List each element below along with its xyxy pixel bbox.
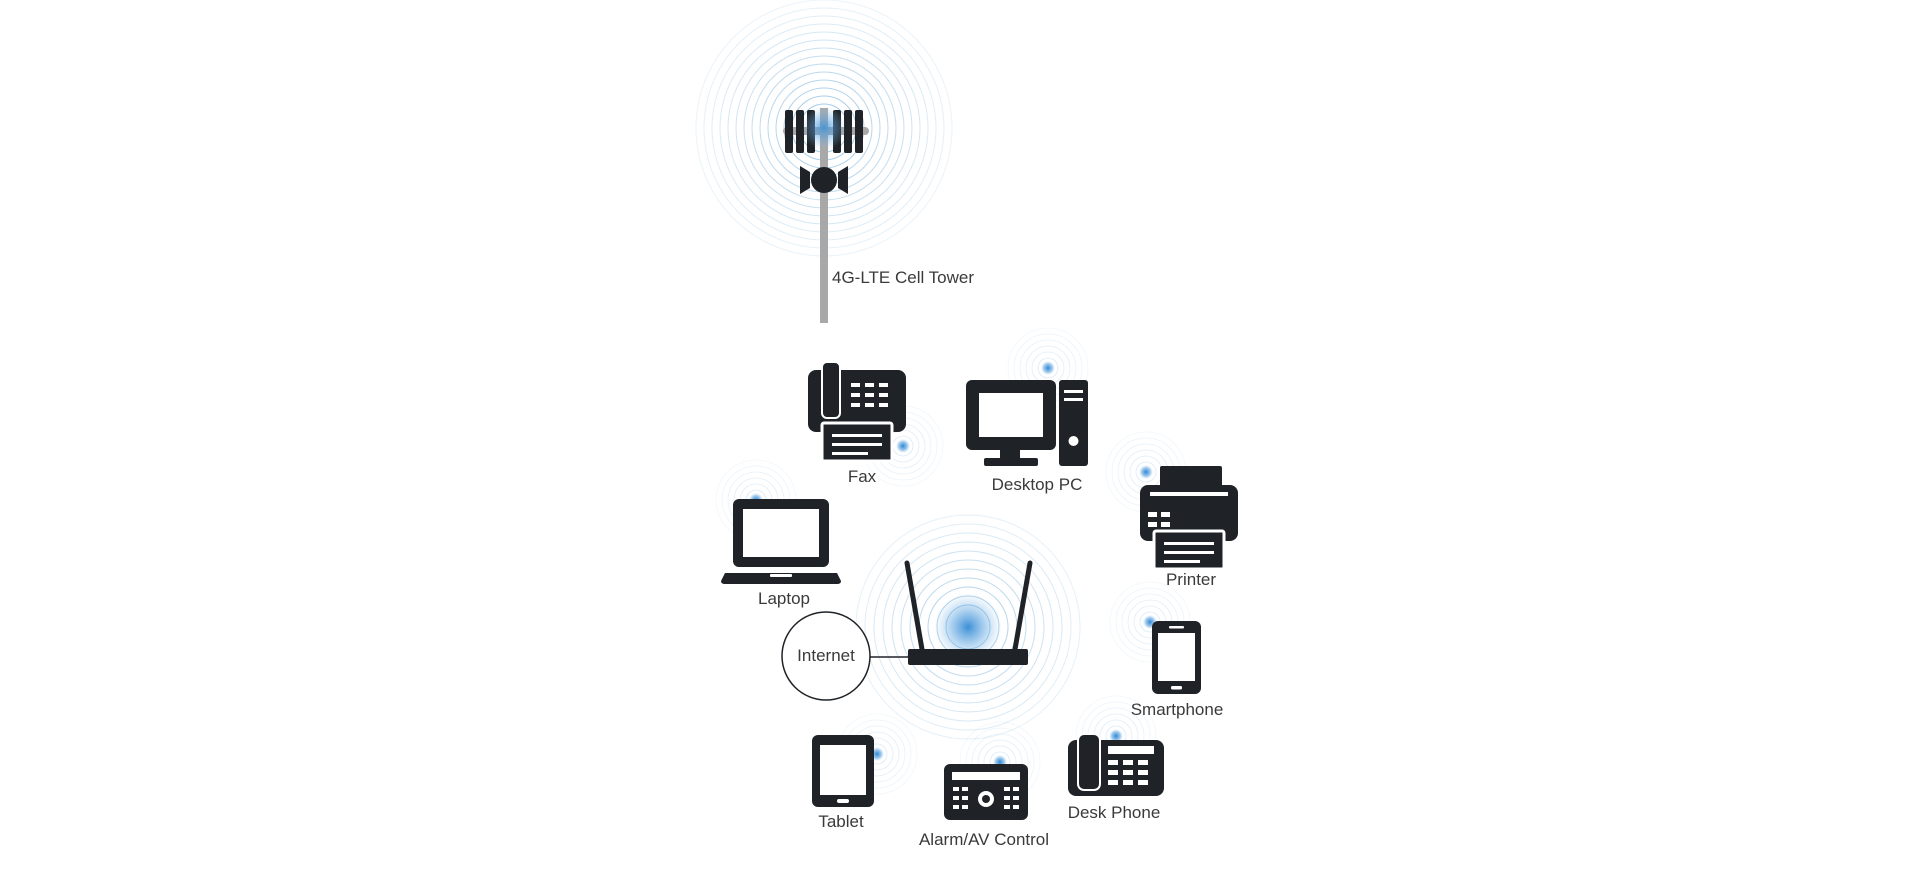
cell-tower-icon — [783, 106, 869, 323]
alarm-av-label: Alarm/AV Control — [918, 830, 1050, 849]
internet-label: Internet — [797, 646, 855, 665]
signal-ring — [873, 532, 1063, 722]
router-icon — [870, 560, 1033, 665]
signal-ring — [1135, 461, 1157, 483]
signal-dot — [1139, 465, 1153, 479]
tablet-icon — [812, 735, 874, 807]
desktop-pc-icon — [966, 380, 1088, 466]
printer-label: Printer — [1165, 570, 1217, 589]
signal-dot — [1109, 729, 1123, 743]
smartphone-icon — [1152, 621, 1201, 694]
signal-ring — [927, 586, 1009, 668]
signal-dot — [896, 439, 910, 453]
internet-node — [781, 611, 871, 701]
alarm-panel-icon — [944, 764, 1028, 820]
signal-ring — [909, 568, 1027, 686]
signal-ring — [900, 559, 1036, 695]
printer-icon — [1140, 466, 1238, 571]
desk-phone-icon — [1068, 733, 1164, 796]
signal-ring — [864, 523, 1072, 731]
smartphone-label: Smartphone — [1130, 700, 1224, 719]
tower-pole — [820, 108, 828, 323]
tower-glow — [802, 106, 846, 150]
signal-ring — [891, 550, 1045, 704]
tower-hub — [811, 167, 837, 193]
tower-label: 4G-LTE Cell Tower — [832, 268, 975, 287]
fax-label: Fax — [847, 467, 877, 486]
laptop-label: Laptop — [758, 589, 810, 608]
laptop-icon — [721, 499, 841, 584]
router-glow — [934, 593, 1002, 661]
signal-ring — [882, 541, 1054, 713]
desk-phone-label: Desk Phone — [1067, 803, 1161, 822]
desktop-pc-label: Desktop PC — [991, 475, 1083, 494]
signal-ring — [1037, 357, 1059, 379]
tablet-label: Tablet — [818, 812, 864, 831]
fax-icon — [808, 361, 906, 463]
signal-dot — [1041, 361, 1055, 375]
